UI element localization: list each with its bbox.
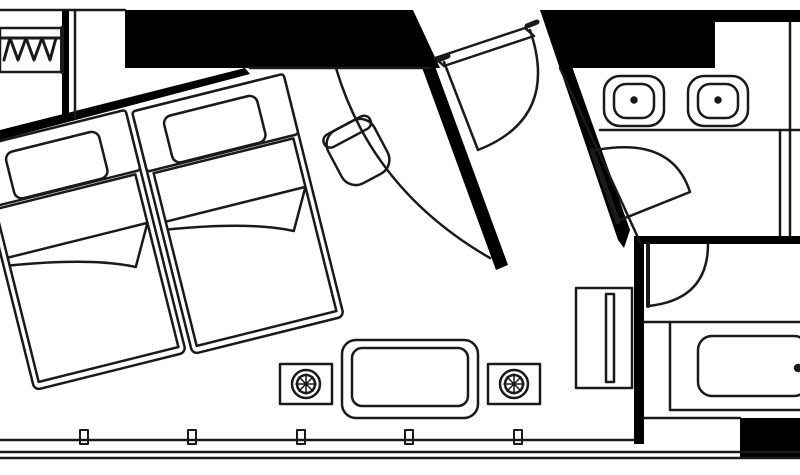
lamp-outer [498, 368, 530, 400]
diagonal-partition-lower [420, 58, 508, 270]
corridor-floor-edge [558, 66, 642, 244]
bathtub [642, 320, 800, 412]
top-wall-right [540, 10, 800, 68]
side-table-left [278, 362, 334, 406]
sofa-seat [350, 346, 470, 408]
entry-door-swing [334, 66, 492, 260]
mullion [187, 429, 197, 445]
sink-right [686, 74, 750, 128]
mullion [404, 429, 414, 445]
door-swing-arc [646, 242, 710, 308]
side-table-right [486, 362, 542, 406]
lamp-rays [503, 373, 525, 395]
duvet-fold [164, 185, 307, 233]
duvet-fold [6, 221, 149, 269]
lamp-rays [295, 373, 317, 395]
sofa [340, 338, 480, 420]
sink-drain [714, 96, 722, 104]
hangers [2, 36, 58, 62]
pillow [4, 130, 109, 200]
sofa-body [340, 338, 480, 420]
tub-inner [696, 334, 800, 398]
mullion [513, 429, 523, 445]
duvet [152, 137, 338, 348]
armchair-back [322, 114, 373, 149]
door-arc [334, 66, 492, 260]
outline-walls [0, 8, 800, 460]
door-swing-arc [594, 146, 692, 222]
wardrobe [0, 26, 64, 74]
tub-drain [793, 363, 800, 373]
door-leaf [589, 147, 621, 225]
wc-door [646, 242, 710, 308]
mullion [296, 429, 306, 445]
entry-door [433, 19, 540, 152]
lamp-outer [290, 368, 322, 400]
armchair [322, 114, 391, 187]
pillow [162, 94, 267, 164]
mullion [79, 429, 89, 445]
diagonal-partition-upper [403, 10, 440, 68]
door-leaf [433, 26, 536, 68]
top-wall-left [125, 10, 438, 68]
bed-right [131, 73, 344, 355]
sink-bowl [612, 82, 656, 120]
door-jamb [524, 19, 540, 29]
bathroom-horizontal-wall [634, 236, 800, 244]
cabinet-inner [604, 292, 616, 384]
door-jamb [435, 53, 451, 63]
bed-back-wall [0, 68, 250, 140]
bed-left [0, 109, 186, 391]
sink-drain [630, 96, 638, 104]
wall-cabinet [574, 286, 634, 390]
window-mullions [79, 429, 523, 445]
door-swing-arc [442, 28, 540, 152]
sink-bowl [696, 82, 740, 120]
sink-left [602, 74, 666, 128]
bathroom-door [589, 146, 692, 225]
left-wall-stub [62, 10, 69, 118]
cabinet-body [574, 286, 634, 390]
bathroom-vertical-wall [634, 242, 644, 444]
